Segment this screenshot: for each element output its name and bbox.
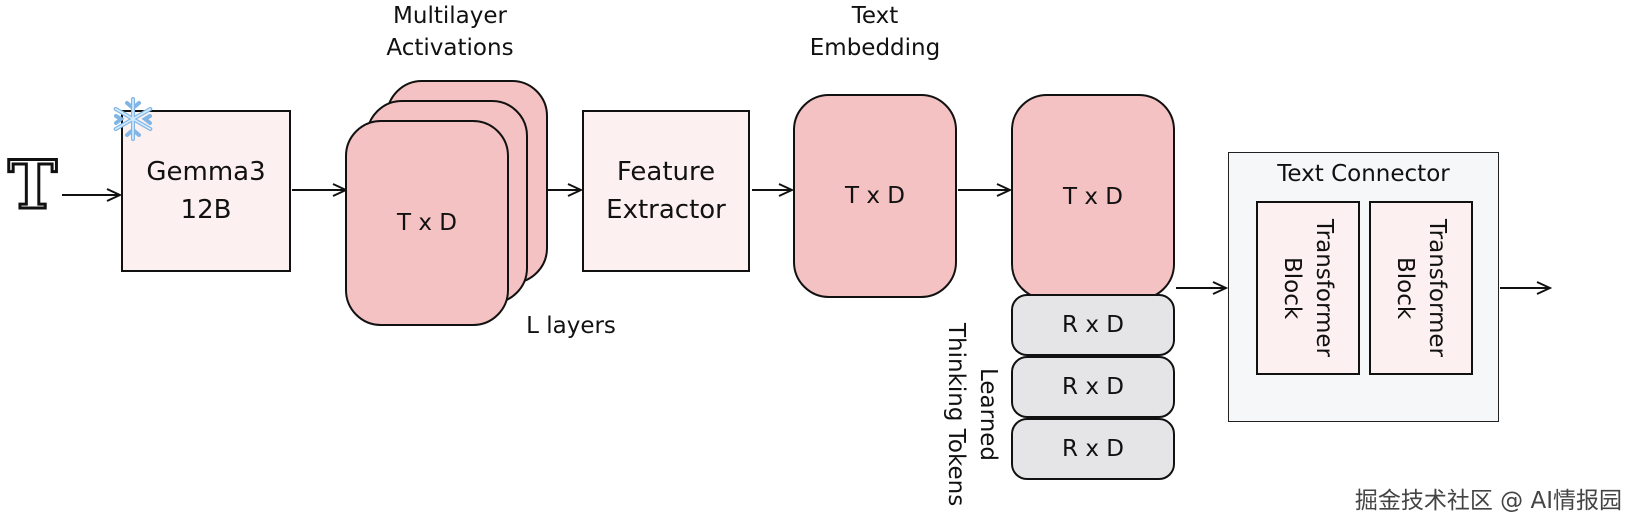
encoder-name: Gemma3 — [146, 157, 266, 187]
learned-thinking-tokens-caption: Learned Thinking Tokens — [943, 323, 1001, 507]
transformer-block-2: Transformer Block — [1369, 201, 1473, 375]
thinking-token-2: R x D — [1011, 356, 1175, 418]
feature-extractor-box: Feature Extractor — [582, 110, 750, 272]
thinking-token-1: R x D — [1011, 294, 1175, 356]
text-embedding-box: T x D — [793, 94, 957, 298]
embedding-shape-label: T x D — [1063, 184, 1123, 210]
snowflake-icon — [113, 97, 153, 141]
text-embedding-title: Text Embedding — [809, 3, 941, 61]
watermark-text: 掘金技术社区 @ AI情报园 — [1354, 488, 1622, 514]
text-connector-title: Text Connector — [1277, 161, 1450, 187]
activation-shape-label: T x D — [397, 210, 457, 236]
thinking-token-3: R x D — [1011, 418, 1175, 480]
embedding-with-thinking-box: T x D — [1011, 94, 1175, 300]
text-embedding-shape-label: T x D — [845, 183, 905, 209]
transformer-block-1: Transformer Block — [1256, 201, 1360, 375]
text-input-icon: T — [6, 146, 58, 224]
encoder-size: 12B — [180, 195, 232, 225]
gemma3-encoder-box: Gemma3 12B — [121, 110, 291, 272]
activation-layer-card-front: T x D — [345, 120, 509, 326]
l-layers-label: L layers — [526, 313, 616, 339]
multilayer-activations-title: Multilayer Activations — [386, 3, 514, 61]
